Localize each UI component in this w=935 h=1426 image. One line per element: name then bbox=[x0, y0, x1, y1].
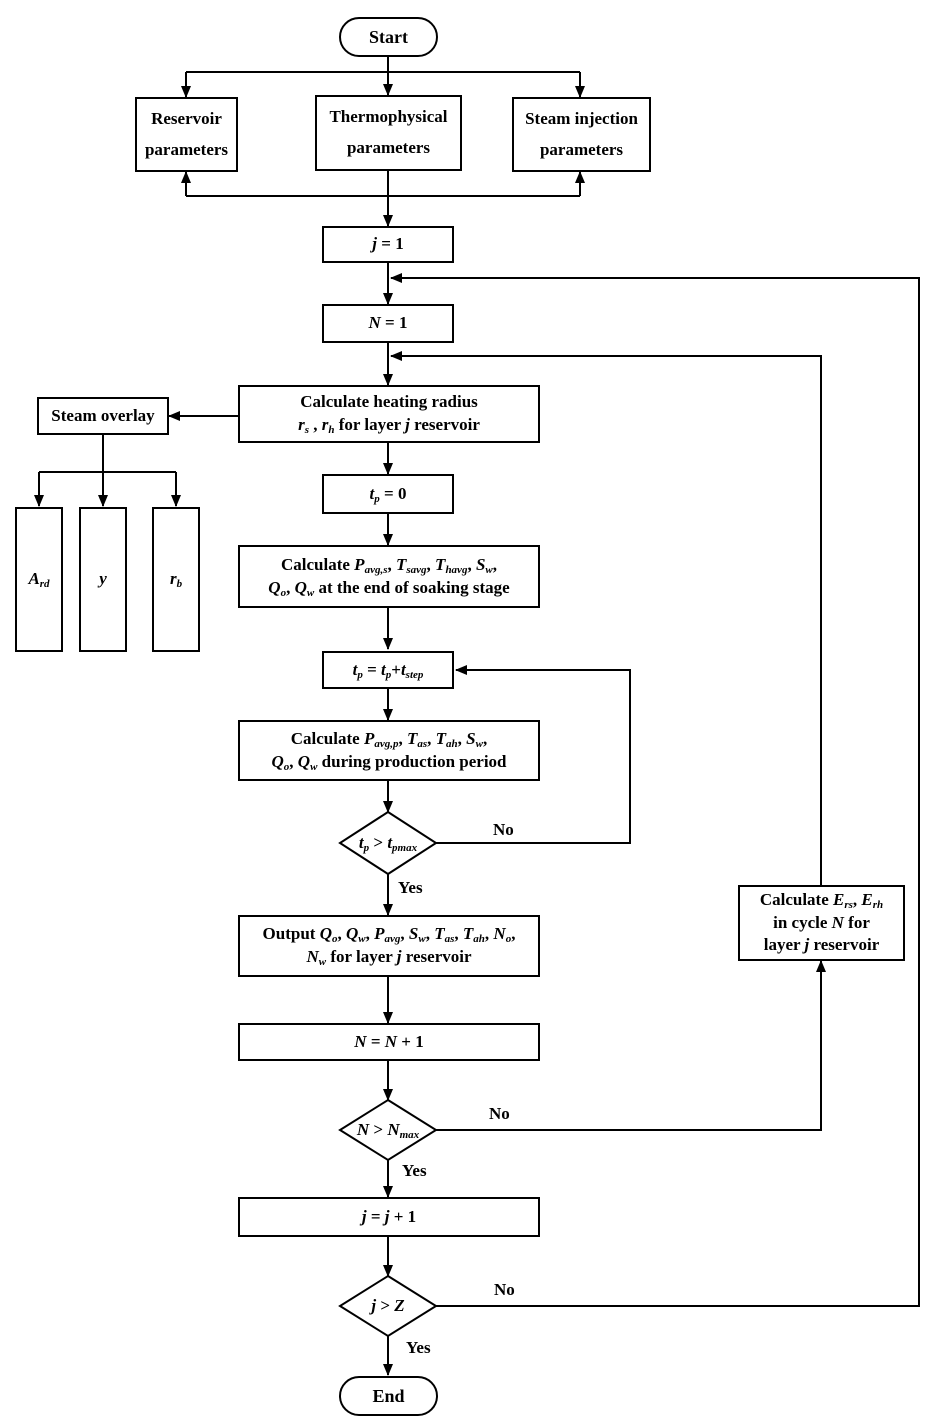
thermo-line1: Thermophysical bbox=[329, 107, 448, 127]
end-label: End bbox=[372, 1385, 405, 1406]
arrow-dec-n-no bbox=[436, 960, 826, 1131]
production-calc-box: Calculate Pavg,p, Tas, Tah, Sw, Qo, Qw d… bbox=[238, 720, 540, 781]
start-terminal: Start bbox=[339, 17, 438, 57]
increment-n-box: N = N + 1 bbox=[238, 1023, 540, 1061]
decision-tp-yes-label: Yes bbox=[398, 878, 423, 897]
arrow-dec-j-no bbox=[390, 273, 920, 1307]
tp-step-label: tp = tp+tstep bbox=[352, 659, 424, 681]
steam-injection-parameters-box: Steam injection parameters bbox=[512, 97, 651, 172]
init-n-box: N = 1 bbox=[322, 304, 454, 343]
overlay-y-box: y bbox=[79, 507, 127, 652]
increment-n-label: N = N + 1 bbox=[354, 1031, 424, 1051]
start-label: Start bbox=[369, 26, 408, 47]
reservoir-parameters-box: Reservoir parameters bbox=[135, 97, 238, 172]
steam-line1: Steam injection bbox=[525, 108, 638, 128]
decision-n-yes-label: Yes bbox=[402, 1161, 427, 1180]
init-j-box: j = 1 bbox=[322, 226, 454, 263]
decision-tp-label: tp > tpmax bbox=[340, 812, 436, 874]
decision-j-shape bbox=[338, 1274, 438, 1338]
decision-n-label: N > Nmax bbox=[340, 1100, 436, 1160]
init-j-label: j = 1 bbox=[372, 234, 404, 254]
end-terminal: End bbox=[339, 1376, 438, 1416]
increment-j-label: j = j + 1 bbox=[361, 1206, 417, 1226]
init-n-label: N = 1 bbox=[368, 313, 408, 333]
energy-calc-box: Calculate Ers, Erh in cycle N for layer … bbox=[738, 885, 905, 961]
soaking-calc-box: Calculate Pavg,s, Tsavg, Thavg, Sw, Qo, … bbox=[238, 545, 540, 608]
decision-j-yes-label: Yes bbox=[406, 1338, 431, 1357]
energy-line3: layer j reservoir bbox=[763, 935, 880, 955]
energy-line2: in cycle N for bbox=[773, 912, 870, 932]
decision-tp-text: tp > tpmax bbox=[358, 832, 418, 854]
tp-zero-label: tp = 0 bbox=[369, 483, 407, 505]
steam-overlay-box: Steam overlay bbox=[37, 397, 169, 435]
arrow-energy-loop bbox=[390, 351, 822, 885]
decision-n-no-label: No bbox=[489, 1104, 510, 1123]
reservoir-line2: parameters bbox=[144, 139, 229, 159]
decision-tp-no-label: No bbox=[493, 820, 514, 839]
decision-tp-shape bbox=[338, 810, 438, 876]
reservoir-line1: Reservoir bbox=[151, 108, 222, 128]
tp-zero-box: tp = 0 bbox=[322, 474, 454, 514]
heating-line2: rs , rh for layer j reservoir bbox=[298, 415, 480, 436]
soaking-line1: Calculate Pavg,s, Tsavg, Thavg, Sw, bbox=[280, 554, 497, 576]
overlay-ard-label: Ard bbox=[28, 569, 50, 591]
soaking-line2: Qo, Qw at the end of soaking stage bbox=[268, 577, 510, 599]
heating-radius-box: Calculate heating radius rs , rh for lay… bbox=[238, 385, 540, 443]
output-line1: Output Qo, Qw, Pavg, Sw, Tas, Tah, No, bbox=[262, 924, 516, 946]
overlay-y-label: y bbox=[99, 569, 107, 589]
output-box: Output Qo, Qw, Pavg, Sw, Tas, Tah, No, N… bbox=[238, 915, 540, 977]
decision-n-shape bbox=[338, 1098, 438, 1162]
decision-j-no-label: No bbox=[494, 1280, 515, 1299]
tp-step-box: tp = tp+tstep bbox=[322, 651, 454, 689]
overlay-ard-box: Ard bbox=[15, 507, 63, 652]
thermophysical-parameters-box: Thermophysical parameters bbox=[315, 95, 462, 171]
output-line2: Nw for layer j reservoir bbox=[306, 947, 472, 968]
overlay-rb-label: rb bbox=[169, 569, 183, 591]
thermo-line2: parameters bbox=[346, 138, 431, 157]
decision-n-text: N > Nmax bbox=[356, 1119, 420, 1141]
overlay-rb-box: rb bbox=[152, 507, 200, 652]
steam-line2: parameters bbox=[539, 139, 624, 159]
production-line2: Qo, Qw during production period bbox=[271, 751, 507, 773]
heating-line1: Calculate heating radius bbox=[300, 392, 478, 412]
decision-j-label: j > Z bbox=[340, 1276, 436, 1336]
arrow-dec-tp-no bbox=[436, 665, 631, 844]
production-line1: Calculate Pavg,p, Tas, Tah, Sw, bbox=[290, 728, 488, 750]
energy-line1: Calculate Ers, Erh bbox=[759, 889, 884, 911]
steam-overlay-label: Steam overlay bbox=[51, 405, 155, 425]
decision-j-text: j > Z bbox=[371, 1295, 405, 1315]
increment-j-box: j = j + 1 bbox=[238, 1197, 540, 1237]
